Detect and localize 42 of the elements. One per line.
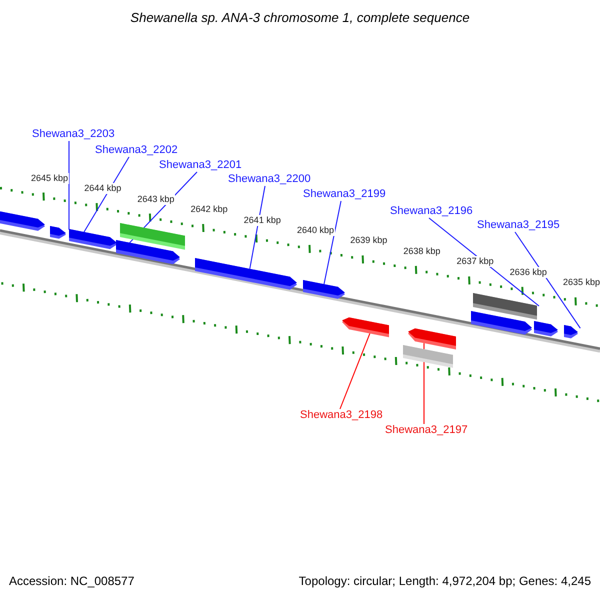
gene-bar bbox=[120, 223, 185, 250]
gene-label: Shewana3_2200 bbox=[228, 174, 311, 185]
gene-block bbox=[69, 229, 117, 250]
gene-block bbox=[408, 328, 456, 350]
gene-label: Shewana3_2203 bbox=[32, 129, 115, 140]
gene-label: Shewana3_2202 bbox=[95, 145, 178, 156]
leader-line bbox=[68, 140, 70, 230]
leader-line bbox=[324, 200, 342, 285]
leader-line bbox=[340, 332, 370, 410]
leader-line bbox=[84, 156, 130, 232]
gene-bar bbox=[403, 345, 453, 368]
gene-label: Shewana3_2195 bbox=[477, 220, 560, 231]
gene-label: Shewana3_2199 bbox=[303, 189, 386, 200]
gene-block bbox=[534, 321, 558, 336]
tick-label: 2641 kbp bbox=[242, 214, 282, 226]
gene-block bbox=[303, 280, 345, 299]
tick-label: 2645 kbp bbox=[30, 173, 70, 184]
tick-label: 2642 kbp bbox=[190, 204, 229, 216]
leader-line bbox=[514, 232, 581, 329]
gene-block bbox=[342, 317, 389, 338]
tick-label: 2644 kbp bbox=[83, 183, 122, 194]
gene-label: Shewana3_2198 bbox=[300, 410, 383, 421]
accession-text: Accession: NC_008577 bbox=[9, 575, 134, 587]
tick-label: 2640 kbp bbox=[296, 225, 336, 236]
leader-line bbox=[249, 186, 266, 270]
gene-block bbox=[195, 258, 297, 290]
gene-block bbox=[564, 325, 578, 338]
tick-label: 2643 kbp bbox=[136, 194, 176, 205]
gene-label: Shewana3_2196 bbox=[390, 206, 473, 217]
gene-block bbox=[50, 226, 66, 239]
tick-label: 2635 kbp bbox=[562, 277, 600, 288]
tick-label: 2636 kbp bbox=[508, 266, 548, 278]
tick-label: 2638 kbp bbox=[402, 246, 442, 257]
gene-label: Shewana3_2201 bbox=[159, 160, 242, 171]
gene-block bbox=[0, 211, 45, 231]
gene-label: Shewana3_2197 bbox=[385, 425, 468, 436]
leader-line bbox=[428, 218, 540, 306]
gene-bar bbox=[473, 293, 537, 320]
title: Shewanella sp. ANA-3 chromosome 1, complete sequence bbox=[129, 11, 471, 24]
tick-label: 2639 kbp bbox=[349, 235, 388, 246]
genome-summary-text: Topology: circular; Length: 4,972,204 bp; Genes: 4,245 bbox=[298, 575, 591, 587]
tick-label: 2637 kbp bbox=[456, 256, 495, 268]
